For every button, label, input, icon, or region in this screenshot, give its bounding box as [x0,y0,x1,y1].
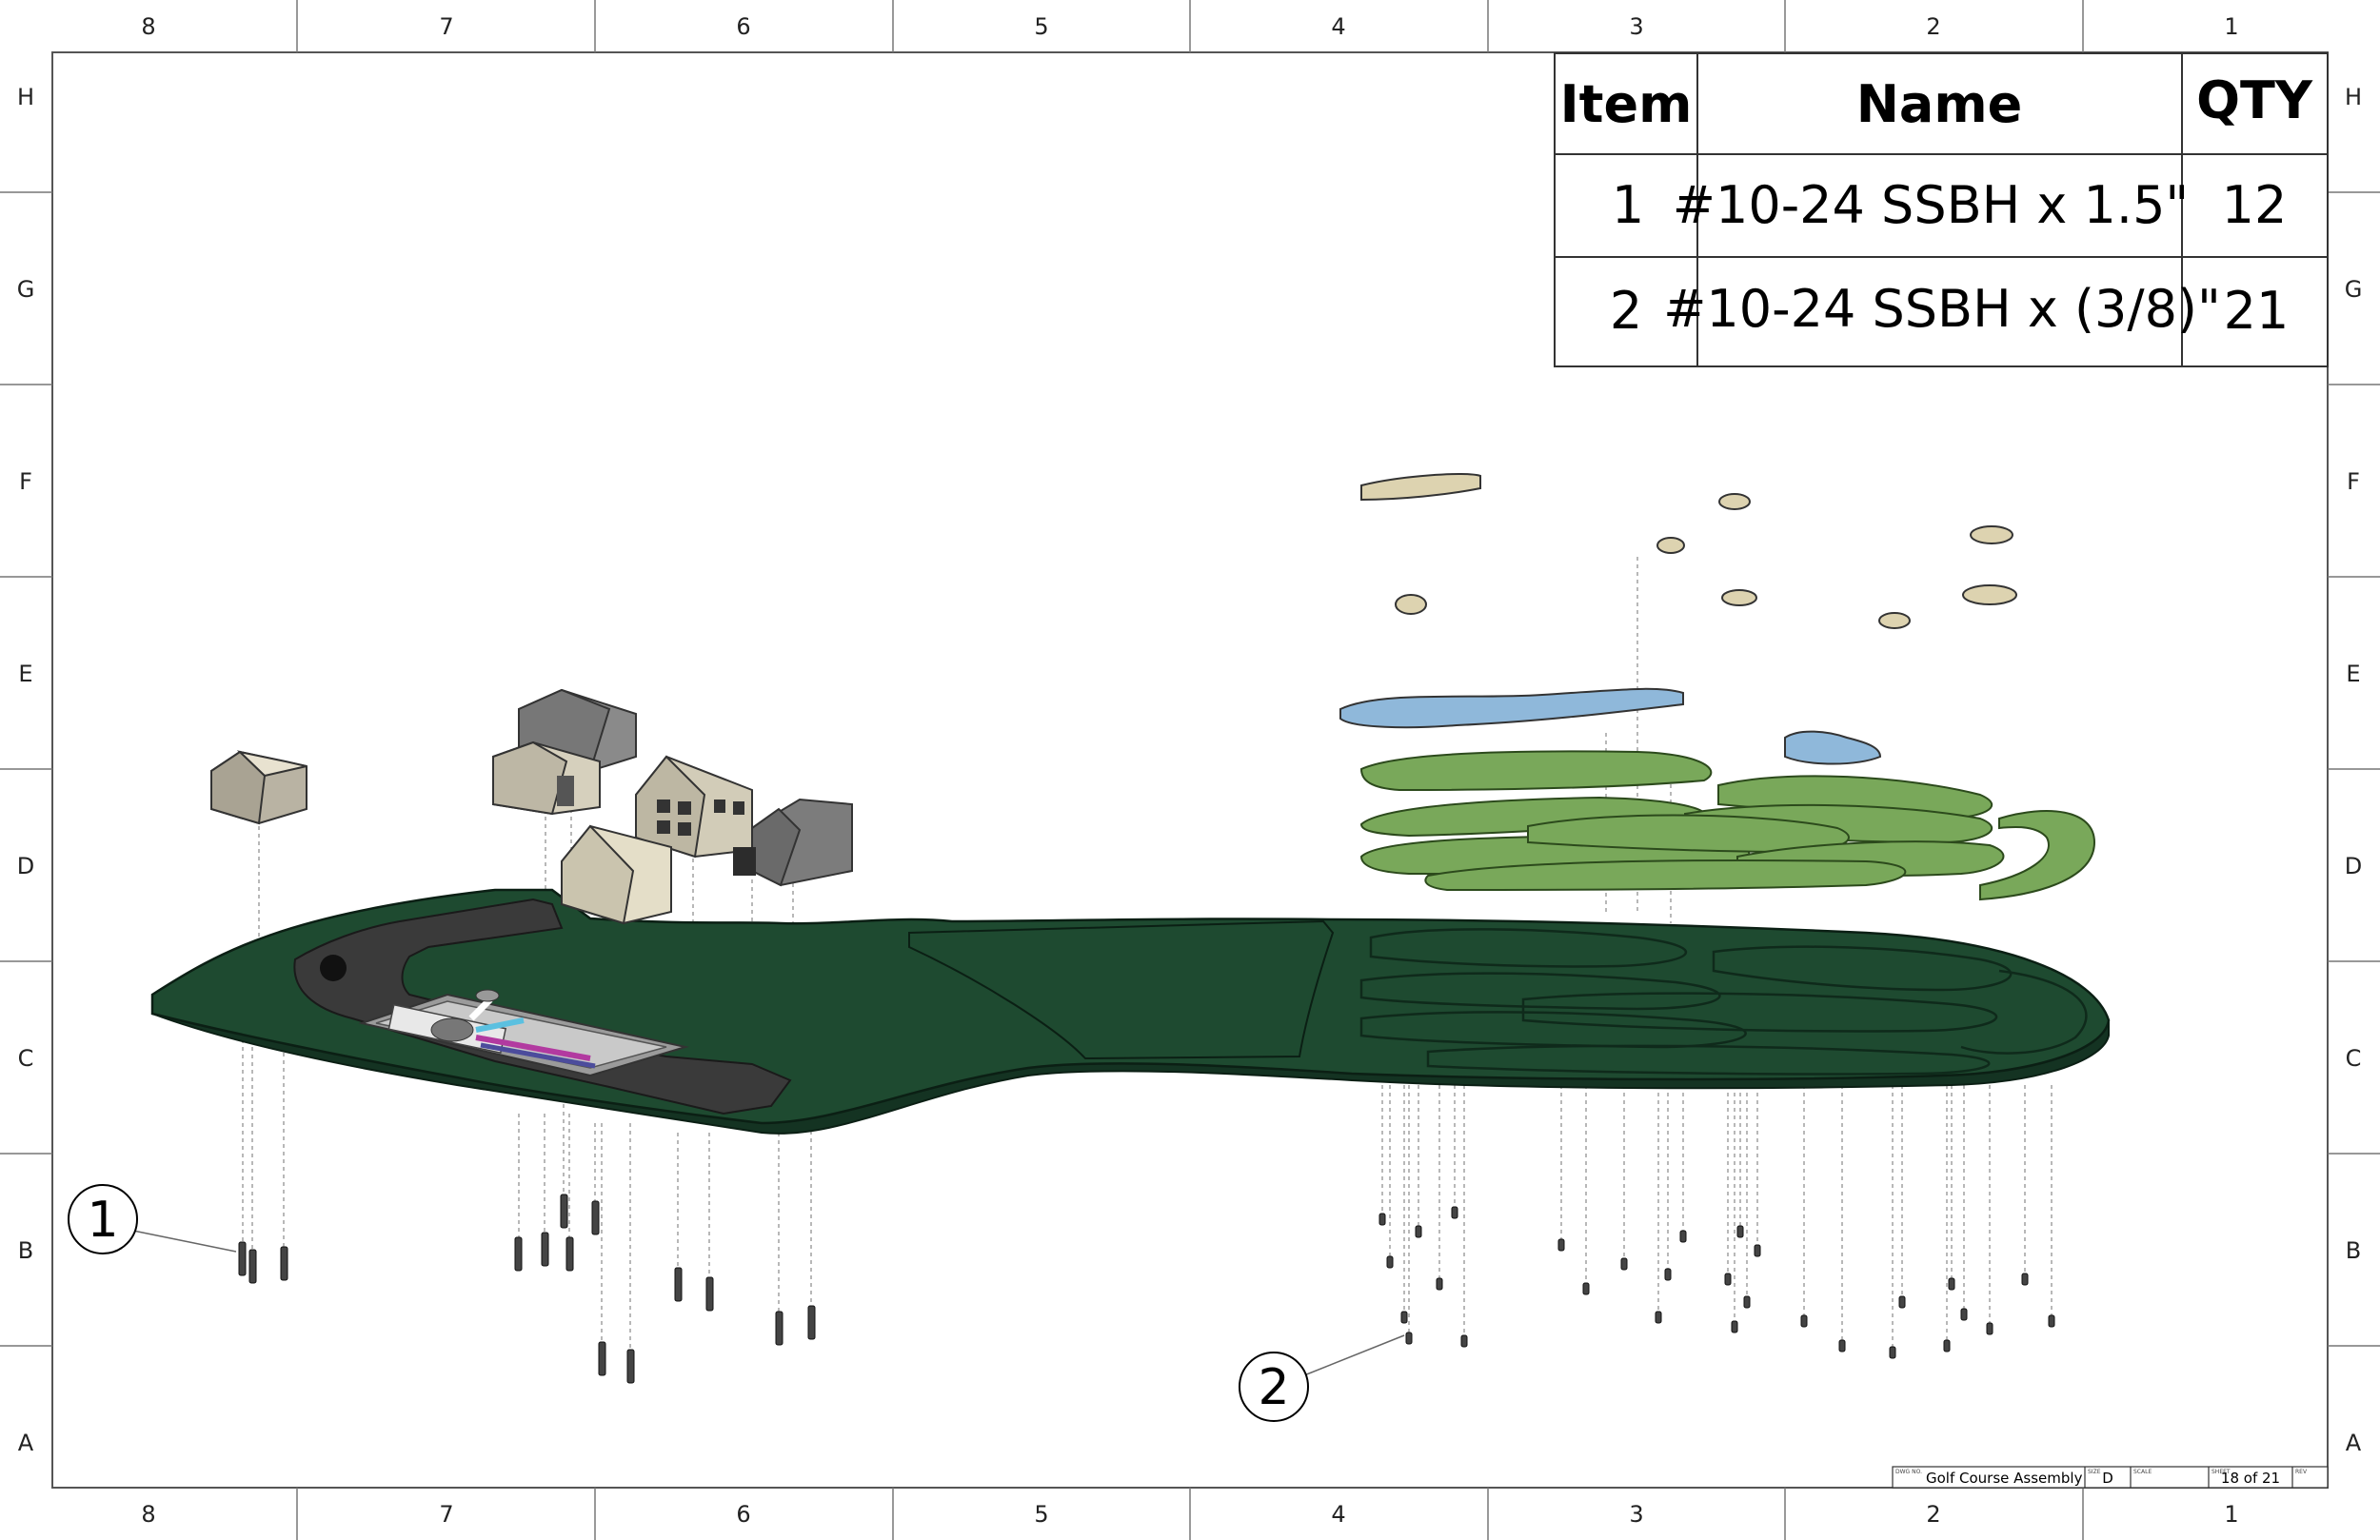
title-block-rev-label: REV [2295,1469,2308,1475]
zone-row-label: C [2346,1045,2362,1072]
zone-column-label: 5 [1034,13,1048,40]
zone-row-label: B [18,1237,33,1264]
screws-item-1 [238,1194,816,1384]
house-6 [561,824,672,925]
zone-row-label: B [2346,1237,2361,1264]
zone-column-label: 4 [1331,13,1345,40]
bom-header-item: Item [1560,74,1693,134]
zone-column-label: 4 [1331,1501,1345,1528]
bom-row-2-name: #10-24 SSBH x (3/8)" [1663,279,2221,339]
zone-column-label: 7 [439,1501,453,1528]
base-board [150,888,2111,1135]
title-block-title: Golf Course Assembly [1926,1470,2083,1487]
electronics-tray [358,989,689,1077]
zone-column-label: 8 [141,13,155,40]
title-block-sheet-label: SHEET [2211,1469,2231,1475]
zone-column-label: 1 [2224,13,2238,40]
house-1 [210,750,307,825]
sand-traps [1360,473,2017,629]
title-block-dwg-no-label: DWG NO. [1895,1469,1922,1475]
bom-row-1-name: #10-24 SSBH x 1.5" [1673,175,2190,235]
course-parts [1339,473,2096,901]
zone-row-label: F [19,468,32,495]
title-block: DWG NO. Golf Course Assembly SIZE D SCAL… [1892,1466,2329,1489]
zone-column-label: 7 [439,13,453,40]
zone-row-label: H [2345,84,2362,110]
zone-column-label: 8 [141,1501,155,1528]
bom-row-1-item: 1 [1612,175,1644,235]
bom-table: Item Name QTY 1 #10-24 SSBH x 1.5" 12 2 … [1554,52,2329,367]
water-hazards [1339,687,1882,765]
house-5 [733,798,853,887]
fairways [1359,750,2096,901]
balloon-2: 2 [1239,1334,1405,1422]
zone-column-label: 2 [1926,1501,1940,1528]
title-block-scale-label: SCALE [2133,1469,2152,1475]
zone-row-label: E [2346,661,2360,687]
zone-row-label: G [2345,276,2363,303]
zone-column-label: 3 [1629,13,1643,40]
zone-column-label: 2 [1926,13,1940,40]
bom-row-2-qty: 21 [2224,281,2290,341]
zone-row-label: E [18,661,32,687]
zone-row-label: C [18,1045,34,1072]
zone-column-label: 1 [2224,1501,2238,1528]
title-block-size-label: SIZE [2088,1469,2101,1475]
house-3 [492,740,601,816]
column-labels-bottom: 8 7 6 5 4 3 2 1 [141,1501,2238,1528]
bom-header-qty: QTY [2196,70,2313,130]
bom-header-name: Name [1856,74,2023,134]
zone-row-label: H [17,84,34,110]
zone-row-label: A [2346,1430,2362,1456]
zone-column-label: 6 [736,1501,750,1528]
houses [210,688,853,925]
zone-row-label: D [2345,853,2362,879]
zone-column-label: 3 [1629,1501,1643,1528]
screws-item-2 [1378,1206,2055,1359]
zone-column-label: 6 [736,13,750,40]
title-block-sheet: 18 of 21 [2221,1470,2280,1487]
assembly-view [150,473,2111,1384]
row-labels-left: H G F E D C B A [17,84,35,1456]
zone-row-label: A [18,1430,34,1456]
balloon-1-number: 1 [87,1192,118,1249]
zone-column-label: 5 [1034,1501,1048,1528]
bom-row-2-item: 2 [1610,281,1642,341]
column-labels-top: 8 7 6 5 4 3 2 1 [141,13,2238,40]
zone-row-label: D [17,853,34,879]
zone-row-label: F [2347,468,2360,495]
zone-row-label: G [17,276,35,303]
bom-row-1-qty: 12 [2222,175,2288,235]
balloon-1: 1 [68,1184,237,1254]
title-block-size: D [2102,1470,2113,1487]
row-labels-right: H G F E D C B A [2345,84,2363,1456]
balloon-2-number: 2 [1258,1359,1289,1416]
